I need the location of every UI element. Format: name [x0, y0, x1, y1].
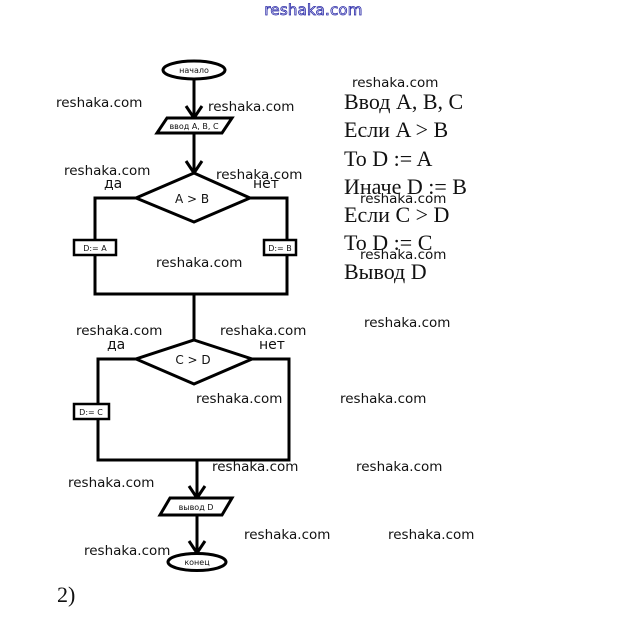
end-label: конец: [184, 558, 210, 567]
end-terminator: [166, 552, 228, 572]
watermark: reshaka.com: [244, 527, 331, 543]
output-block: [157, 496, 235, 517]
watermark: reshaka.com: [64, 163, 151, 179]
decision1-diamond: [132, 171, 254, 224]
watermark: reshaka.com: [156, 255, 243, 271]
input-label: ввод A, B, C: [169, 122, 219, 131]
decision1-yes-label: да: [104, 176, 123, 192]
assign-no1-block: [262, 238, 298, 257]
pseudocode-line: Если C > D: [344, 202, 450, 228]
watermark: reshaka.com: [76, 323, 163, 339]
start-terminator: [161, 59, 227, 81]
pseudocode-line: Иначе D := B: [344, 173, 467, 199]
watermark: reshaka.com: [56, 95, 143, 111]
assign-yes1-label: D:= A: [83, 244, 107, 253]
watermark: reshaka.com: [364, 315, 451, 331]
pseudocode-block: Ввод A, B, C Если A > B То D := A Иначе …: [344, 88, 467, 286]
assign-yes2-block: [72, 402, 111, 421]
watermark: reshaka.com: [360, 191, 447, 207]
decision1-no-label: нет: [253, 176, 279, 192]
watermark: reshaka.com: [84, 543, 171, 559]
assign-yes1-block: [72, 238, 118, 257]
pseudocode-line: Вывод D: [344, 258, 427, 284]
decision1-label: A > B: [175, 192, 209, 206]
pseudocode-line: Если A > B: [344, 117, 449, 143]
watermark: reshaka.com: [212, 459, 299, 475]
output-label: вывод D: [179, 503, 214, 512]
watermark: reshaka.com: [360, 247, 447, 263]
assign-yes2-label: D:= C: [79, 408, 103, 417]
watermark: reshaka.com: [388, 527, 475, 543]
watermark-top: reshaka.com: [264, 1, 363, 20]
watermark: reshaka.com: [196, 391, 283, 407]
input-block: [154, 116, 235, 135]
start-label: начало: [179, 66, 209, 75]
watermark: reshaka.com: [356, 459, 443, 475]
decision2-diamond: [131, 338, 257, 386]
decision2-branches: [96, 357, 291, 462]
figure-label: 2): [57, 582, 76, 607]
decision2-label: C > D: [175, 353, 210, 367]
watermark: reshaka.com: [340, 391, 427, 407]
pseudocode-line: Ввод A, B, C: [344, 89, 464, 114]
watermark: reshaka.com: [220, 323, 307, 339]
watermark: reshaka.com: [68, 475, 155, 491]
watermark: reshaka.com: [352, 75, 439, 91]
decision2-no-label: нет: [259, 337, 285, 353]
pseudocode-line: То D := C: [344, 230, 433, 256]
assign-no1-label: D:= B: [268, 244, 292, 253]
watermark: reshaka.com: [208, 99, 295, 115]
decision1-branches: [93, 196, 289, 296]
watermark: reshaka.com: [216, 167, 303, 183]
pseudocode-line: То D := A: [344, 145, 433, 171]
decision2-yes-label: да: [107, 337, 126, 353]
